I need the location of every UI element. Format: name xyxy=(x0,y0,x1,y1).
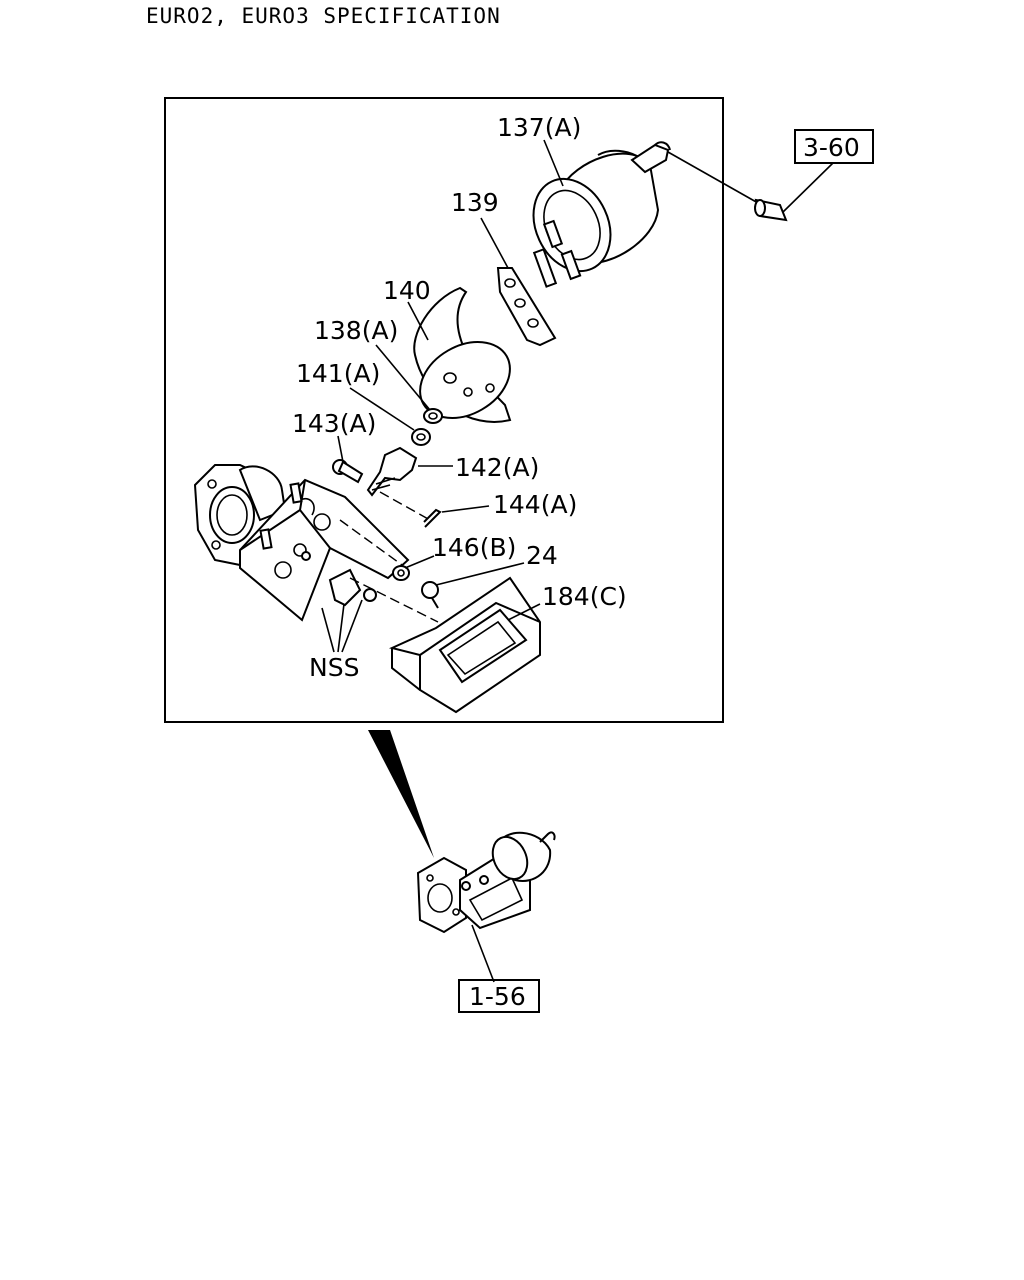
part-144-cotter-pin xyxy=(423,508,442,528)
ref-3-60-label[interactable]: 3-60 xyxy=(803,133,860,162)
ref-3-60-leader xyxy=(782,162,834,213)
part-142-clevis xyxy=(366,446,418,497)
part-146-nut xyxy=(392,565,410,581)
detail-pointer xyxy=(368,730,434,858)
callout-142: 142(A) xyxy=(455,453,539,482)
callout-144: 144(A) xyxy=(493,490,577,519)
nss-leaders xyxy=(321,599,363,653)
callout-146: 146(B) xyxy=(432,533,516,562)
ref-1-56-leader xyxy=(471,924,495,983)
overview-assembly xyxy=(416,831,556,934)
ref-3-60-box[interactable] xyxy=(794,129,874,164)
callout-nss: NSS xyxy=(309,653,359,682)
part-24-ball-stud xyxy=(421,581,439,609)
throttle-body-assembly xyxy=(193,464,410,622)
page-title: EURO2, EURO3 SPECIFICATION xyxy=(146,4,501,28)
part-184-cover xyxy=(388,576,541,714)
callout-138: 138(A) xyxy=(314,316,398,345)
part-143-pin xyxy=(332,459,364,484)
callout-184: 184(C) xyxy=(542,582,627,611)
part-137-actuator xyxy=(532,141,671,288)
callout-139: 139 xyxy=(451,188,499,217)
part-140-bracket xyxy=(413,286,512,423)
hose-leader xyxy=(667,151,759,204)
part-141-nut xyxy=(411,428,431,446)
callout-141: 141(A) xyxy=(296,359,380,388)
hose-end xyxy=(754,198,788,222)
detail-frame xyxy=(164,97,724,723)
callout-143: 143(A) xyxy=(292,409,376,438)
part-138-nut xyxy=(423,408,443,424)
part-139-gasket xyxy=(496,267,557,347)
callout-137: 137(A) xyxy=(497,113,581,142)
ref-1-56-label[interactable]: 1-56 xyxy=(469,982,526,1011)
callout-140: 140 xyxy=(383,276,431,305)
callout-24: 24 xyxy=(526,541,558,570)
ref-1-56-box[interactable] xyxy=(458,979,540,1013)
